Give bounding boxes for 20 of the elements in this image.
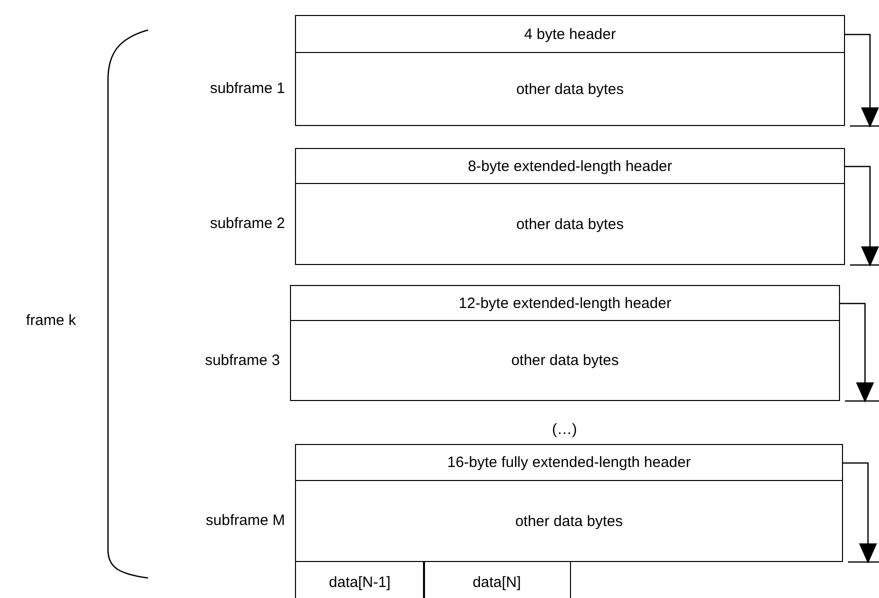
header-text: 12-byte extended-length header — [458, 294, 672, 312]
body-text: other data bytes — [511, 352, 619, 369]
header-text: 16-byte fully extended-length header — [447, 454, 691, 471]
header-text: 4 byte header — [524, 26, 616, 42]
subframe-label: subframe 3 — [204, 352, 280, 368]
subframe-box — [290, 285, 840, 401]
body-text: other data bytes — [516, 80, 624, 98]
subframe-label: subframe 2 — [210, 215, 285, 232]
subframe-box — [295, 148, 845, 265]
header-text: 8-byte extended-length header — [468, 158, 672, 174]
subframe-box — [295, 15, 845, 126]
body-text: other data bytes — [516, 216, 624, 232]
subframe-label: subframe 1 — [210, 80, 285, 97]
data-cell: data[N] — [423, 562, 570, 598]
subframe-box — [295, 444, 843, 562]
subframe-label: subframe M — [206, 512, 285, 529]
ellipsis: (…) — [552, 421, 577, 438]
body-text: other data bytes — [515, 512, 623, 530]
data-cell: data[N-1] — [295, 562, 424, 598]
frame-label: frame k — [26, 312, 76, 329]
